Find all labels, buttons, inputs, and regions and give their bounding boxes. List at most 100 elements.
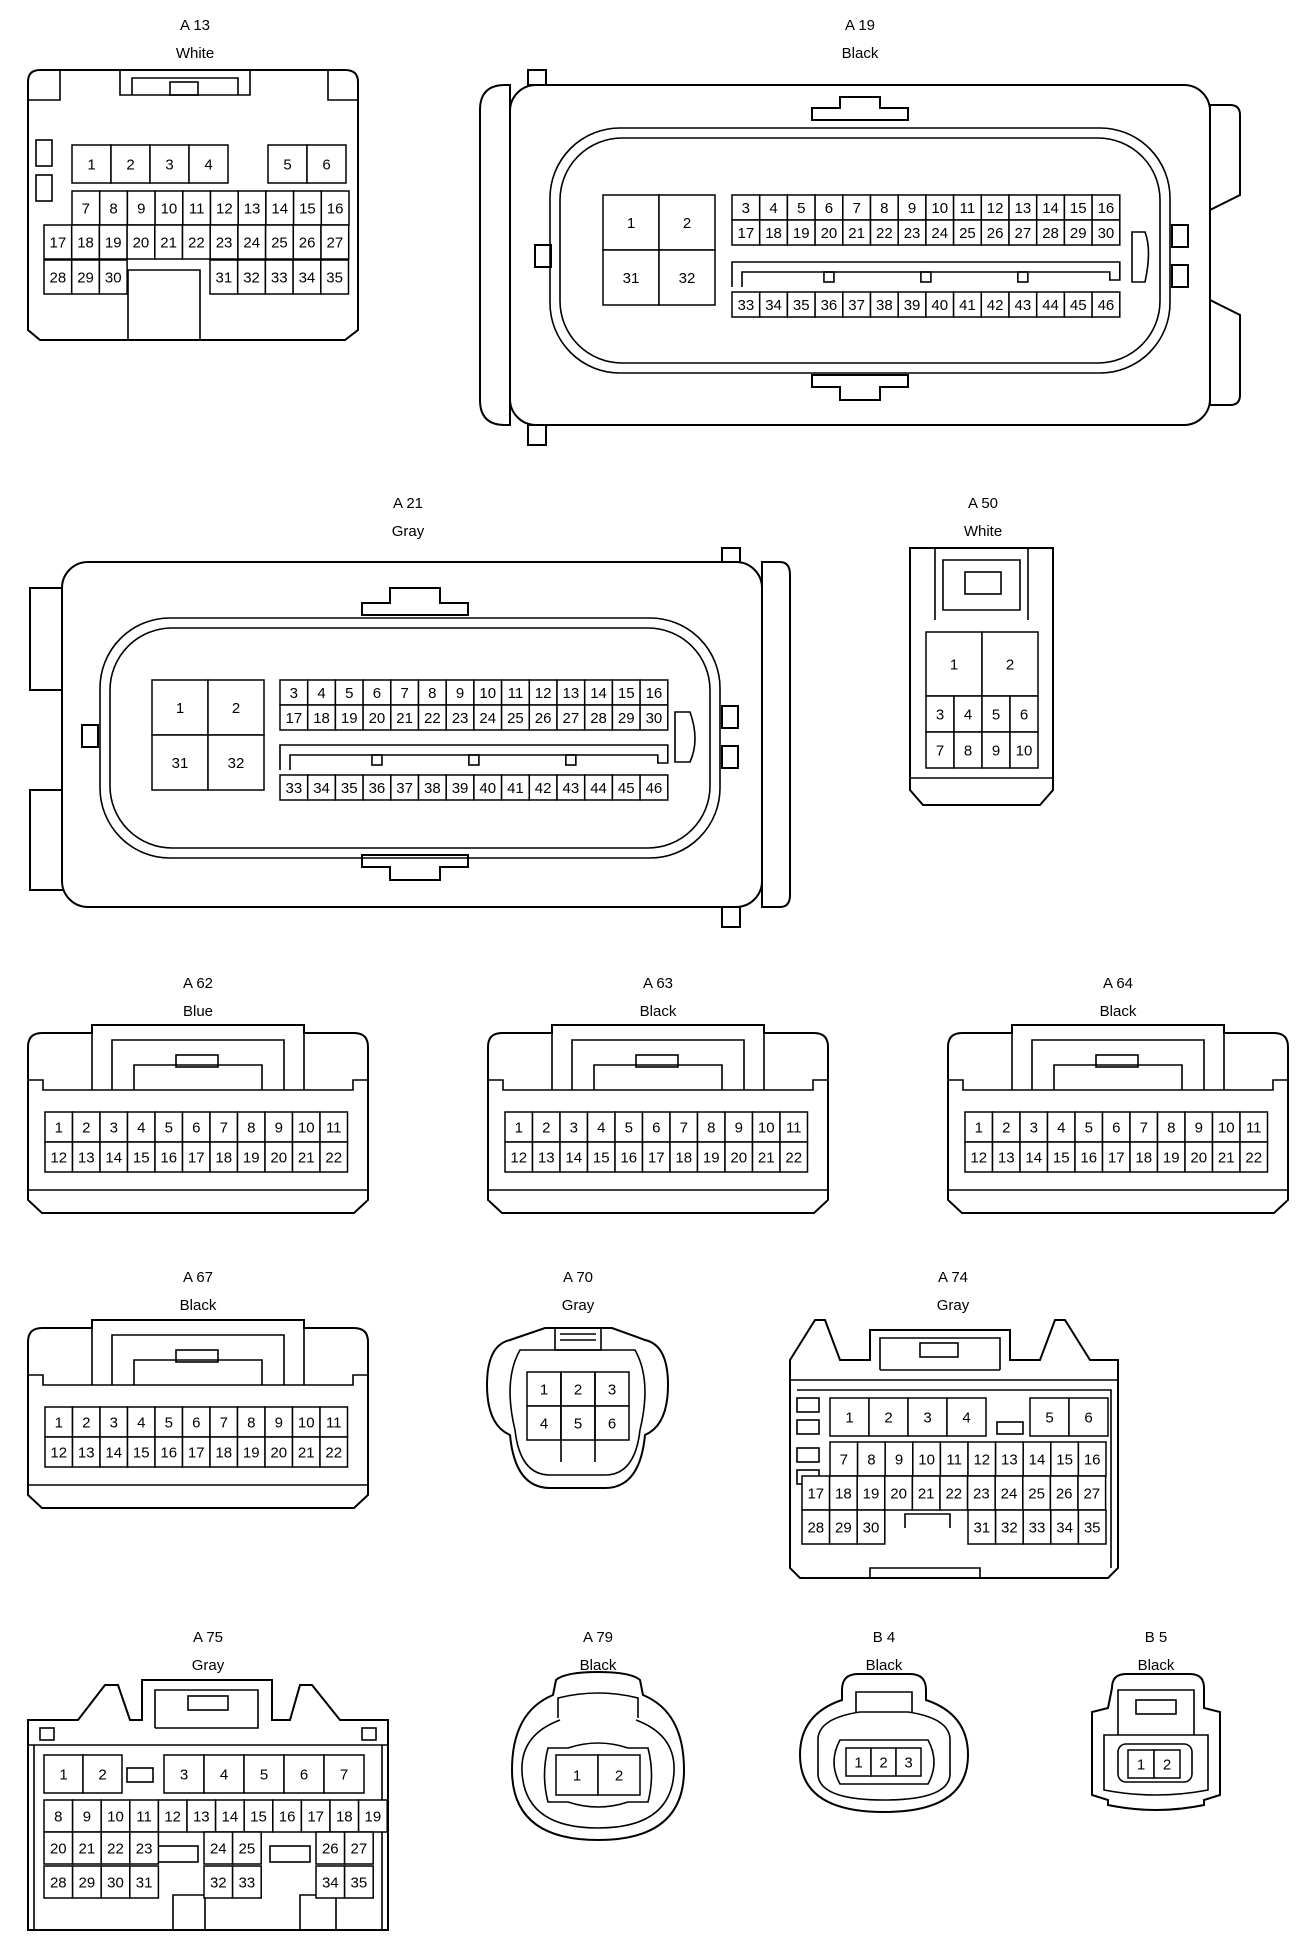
pin-number: 22 [785, 1150, 802, 1167]
pin-box [343, 1865, 374, 1899]
pin: 20 [1184, 1141, 1214, 1173]
pin: 19 [1156, 1141, 1186, 1173]
pin: 20 [264, 1436, 294, 1468]
pin-number: 40 [931, 297, 948, 314]
pin-number: 5 [992, 707, 1000, 724]
pin-box [157, 1799, 188, 1833]
pin-box [994, 1509, 1024, 1545]
pin-number: 25 [1028, 1486, 1045, 1503]
pin-number: 20 [890, 1486, 907, 1503]
pin: 18 [70, 224, 101, 260]
pin-number: 43 [1015, 297, 1032, 314]
pin-box [323, 1754, 365, 1794]
pin-box [315, 1865, 346, 1899]
pin: 11 [1239, 1111, 1269, 1143]
pin-box [71, 144, 112, 184]
pin-number: 18 [313, 710, 330, 727]
pin-box [967, 1441, 997, 1477]
pin-box [214, 1799, 245, 1833]
pin-number: 1 [627, 215, 635, 232]
pin: 37 [842, 291, 872, 318]
pin-box [952, 291, 983, 318]
pin: 5 [334, 679, 364, 706]
pin-number: 17 [188, 1150, 205, 1167]
pin: 2 [1153, 1749, 1181, 1779]
connector-name: A 67 [183, 1269, 213, 1286]
pin-box [991, 1141, 1021, 1173]
pin-box [154, 224, 184, 260]
pin-number: 14 [105, 1445, 122, 1462]
pin: 6 [594, 1405, 630, 1441]
connector-name: A 75 [193, 1629, 223, 1646]
pin-box [925, 731, 955, 769]
pin-box [44, 1141, 74, 1173]
pin-box [870, 1747, 897, 1777]
pin-box [925, 695, 955, 733]
pin: 8 [417, 679, 447, 706]
pin: 3 [99, 1406, 129, 1438]
pin-number: 4 [962, 1410, 970, 1427]
pin-box [907, 1397, 948, 1437]
pin-box [71, 1111, 101, 1143]
pin: 22 [181, 224, 211, 260]
pin-number: 41 [507, 780, 524, 797]
pin-box [319, 1141, 349, 1173]
pin-box [1184, 1141, 1214, 1173]
connector-color: Gray [192, 1657, 225, 1674]
pin-box [1009, 731, 1039, 769]
pin: 10 [100, 1799, 131, 1833]
pin-box [1091, 291, 1121, 318]
pin-box [43, 224, 73, 260]
pin-number: 12 [987, 200, 1004, 217]
pin: 5 [154, 1111, 184, 1143]
pin-box [126, 1141, 156, 1173]
pin-box [243, 1799, 274, 1833]
pin-box [71, 1406, 101, 1438]
pin-number: 1 [845, 1410, 853, 1427]
pin-box [306, 144, 347, 184]
pin: 1 [44, 1111, 74, 1143]
pin: 12 [504, 1141, 534, 1173]
pin: 30 [639, 704, 669, 731]
pin-number: 19 [341, 710, 358, 727]
pin: 16 [154, 1436, 184, 1468]
pin-number: 29 [835, 1520, 852, 1537]
pin-number: 3 [742, 200, 750, 217]
pin-box [292, 259, 322, 295]
pin-number: 2 [542, 1120, 550, 1137]
pin-box [417, 774, 447, 801]
pin-number: 22 [325, 1445, 342, 1462]
pin: 12 [967, 1441, 997, 1477]
pin: 15 [1046, 1141, 1076, 1173]
connector-name: B 5 [1145, 1629, 1168, 1646]
pin: 26 [980, 219, 1010, 246]
pin: 13 [994, 1441, 1024, 1477]
pin-number: 38 [424, 780, 441, 797]
pin: 6 [1009, 695, 1039, 733]
pin: 43 [1008, 291, 1038, 318]
pin-number: 31 [973, 1520, 990, 1537]
pin-box [283, 1754, 325, 1794]
pin-box [895, 1747, 922, 1777]
pin: 42 [980, 291, 1010, 318]
pin: 22 [417, 704, 447, 731]
pin: 20 [126, 224, 156, 260]
pin-number: 14 [1025, 1150, 1042, 1167]
pin: 23 [209, 224, 239, 260]
pin-box [731, 194, 761, 221]
pin: 17 [43, 224, 73, 260]
pin-box [1035, 291, 1066, 318]
pin-number: 21 [160, 235, 177, 252]
pin-box [236, 259, 267, 295]
pin-box [583, 679, 614, 706]
pin-number: 32 [228, 755, 245, 772]
connector-name: A 19 [845, 17, 875, 34]
pin: 6 [814, 194, 844, 221]
pin-box [100, 1831, 131, 1865]
pin-box [779, 1111, 809, 1143]
pin-number: 17 [307, 1809, 324, 1826]
pin-box [597, 1754, 641, 1796]
